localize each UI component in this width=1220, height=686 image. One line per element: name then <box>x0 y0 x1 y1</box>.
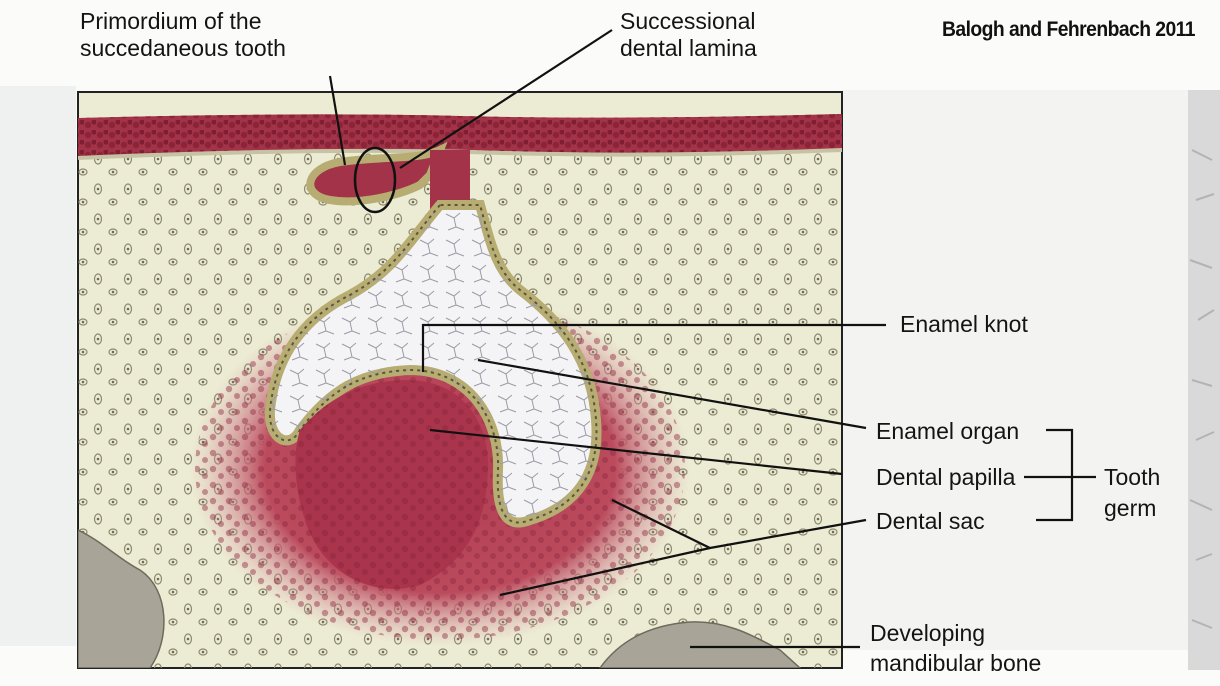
tooth-germ-bracket <box>1036 430 1072 520</box>
label-enamel-organ: Enamel organ <box>876 418 1019 445</box>
label-primordium: Primordium of the succedaneous tooth <box>80 8 286 62</box>
label-tooth-germ-line2: germ <box>1104 495 1160 522</box>
credit-text: Balogh and Fehrenbach 2011 <box>942 18 1195 42</box>
label-tooth-germ: Tooth germ <box>1104 464 1160 522</box>
label-enamel-knot: Enamel knot <box>900 311 1028 338</box>
label-lamina-line2: dental lamina <box>620 35 757 62</box>
label-primordium-line2: succedaneous tooth <box>80 35 286 62</box>
label-dental-papilla: Dental papilla <box>876 464 1015 491</box>
label-successional-lamina: Successional dental lamina <box>620 8 757 62</box>
label-lamina-line1: Successional <box>620 8 757 35</box>
label-developing-bone: Developing mandibular bone <box>870 620 1041 677</box>
label-dental-sac: Dental sac <box>876 508 985 535</box>
label-tooth-germ-line1: Tooth <box>1104 464 1160 491</box>
label-bone-line2: mandibular bone <box>870 650 1041 677</box>
label-primordium-line1: Primordium of the <box>80 8 286 35</box>
label-bone-line1: Developing <box>870 620 1041 647</box>
